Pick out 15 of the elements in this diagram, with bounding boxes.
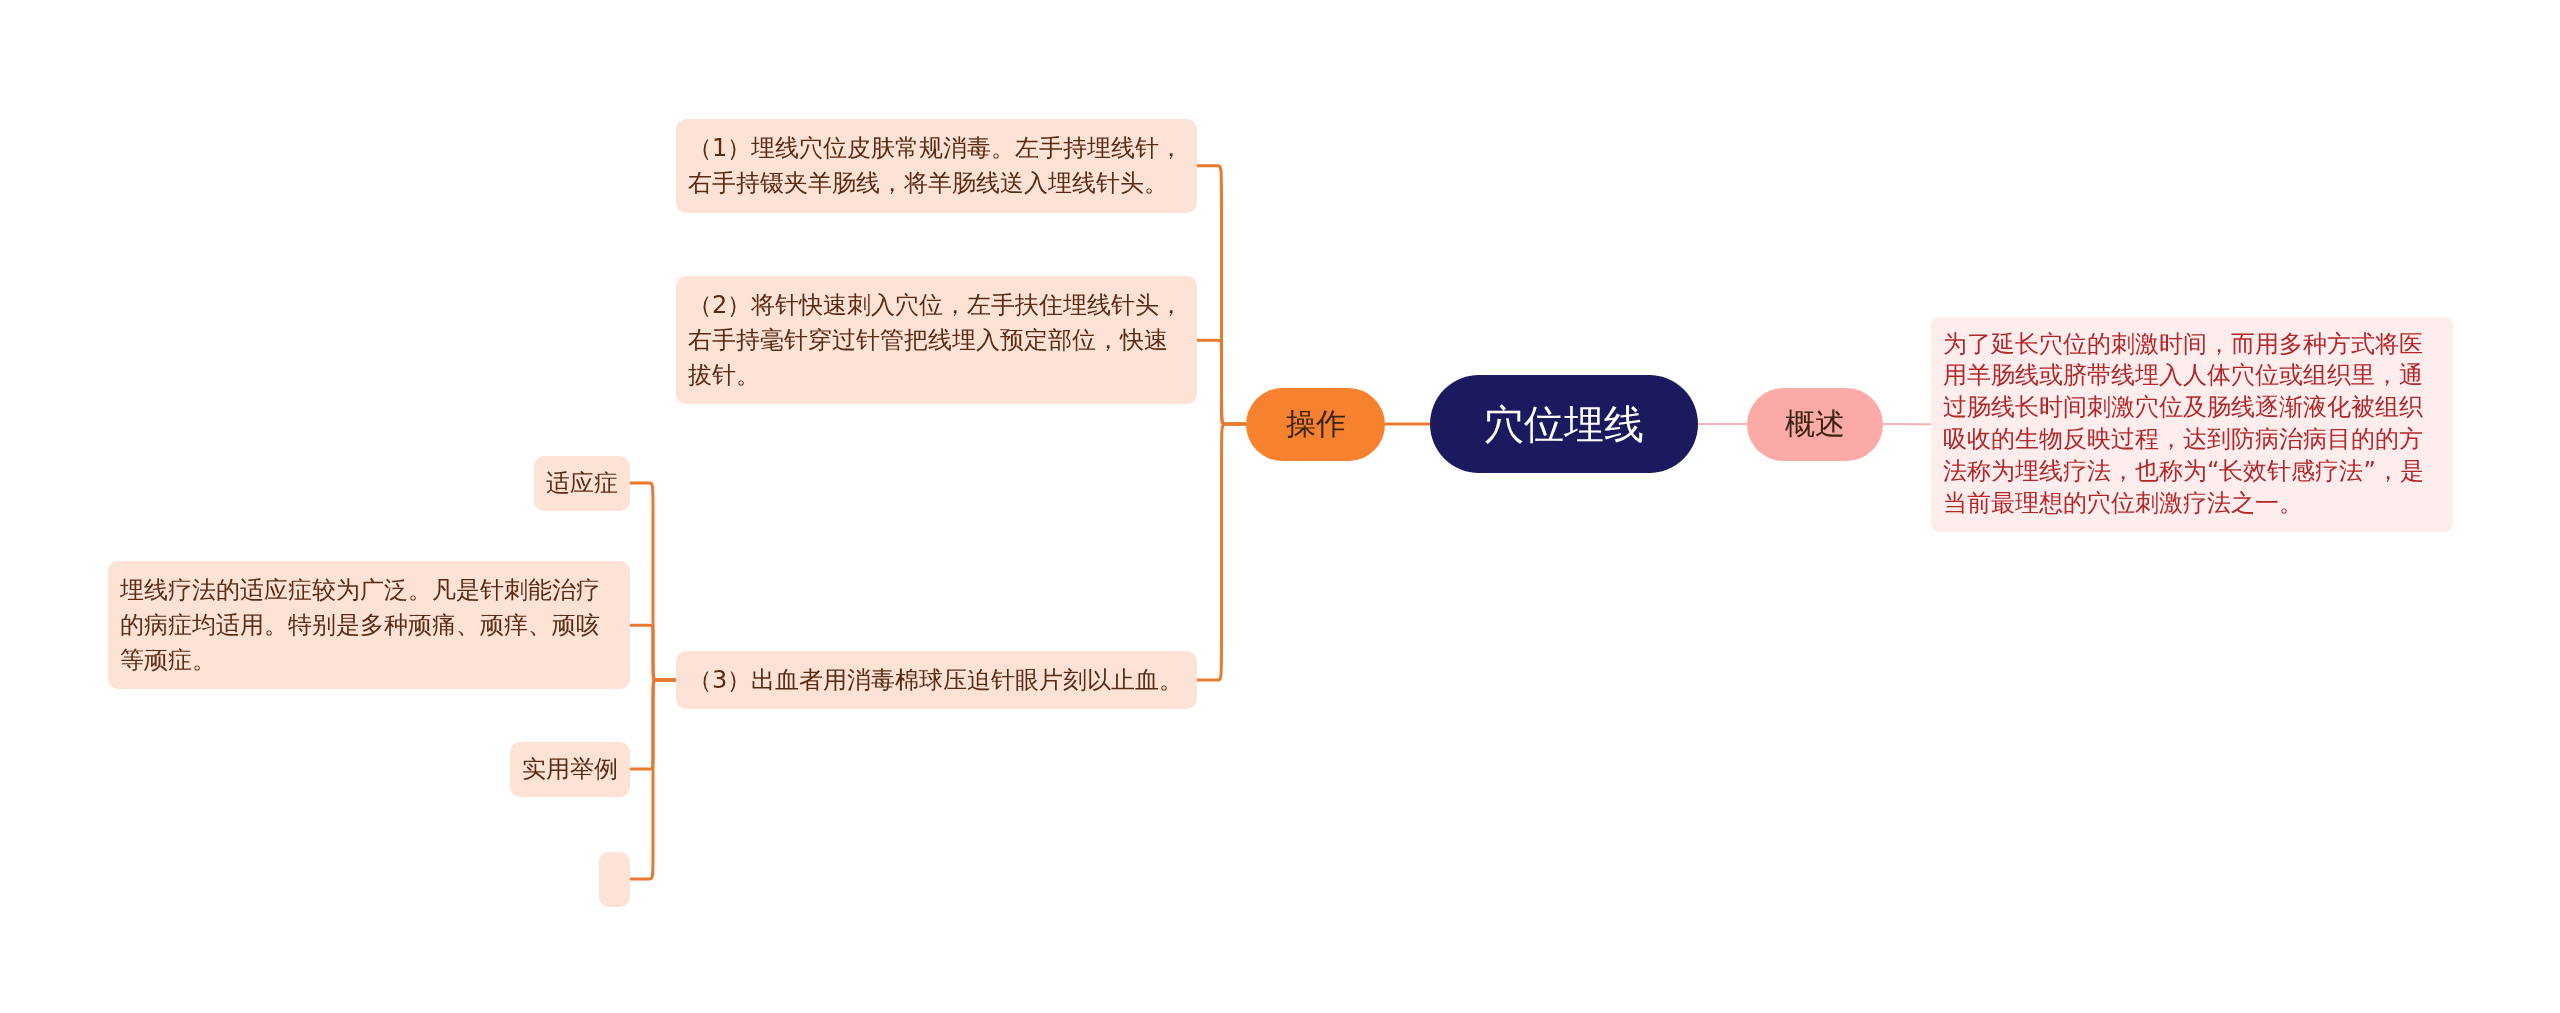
branch-topic-node: 操作 [1246, 387, 1385, 461]
branch-topic-node: 概述 [1747, 387, 1883, 461]
subtopic-node: （2）将针快速刺入穴位，左手扶住埋线针头，右手持毫针穿过针管把线埋入预定部位，快速拔针。 [676, 276, 1197, 405]
summary-note-node: 为了延长穴位的刺激时间，而用多种方式将医用羊肠线或脐带线埋入人体穴位或组织里，通过肠线长时间刺激穴位及肠线逐渐液化被组织吸收的生物反映过程，达到防病治病目的的方法称为埋线疗法，也称为“长效针感疗法”，是当前最理想的穴位刺激疗法之一。 [1931, 316, 2453, 532]
central-topic-node: 穴位埋线 [1430, 375, 1698, 473]
subtopic-node: 埋线疗法的适应症较为广泛。凡是针刺能治疗的病症均适用。特别是多种顽痛、顽痒、顽咳等顽症。 [108, 561, 630, 690]
connector-line [1697, 423, 1748, 425]
connector-line [1385, 422, 1430, 426]
empty-topic-box [599, 851, 630, 907]
connector-line [1882, 423, 1932, 426]
subtopic-node: 适应症 [534, 455, 630, 511]
subtopic-node: 实用举例 [510, 741, 630, 797]
connector-line [1197, 422, 1246, 682]
subtopic-node: （1）埋线穴位皮肤常规消毒。左手持埋线针，右手持镊夹羊肠线，将羊肠线送入埋线针头。 [676, 119, 1197, 213]
subtopic-node: （3）出血者用消毒棉球压迫针眼片刻以止血。 [676, 650, 1197, 710]
